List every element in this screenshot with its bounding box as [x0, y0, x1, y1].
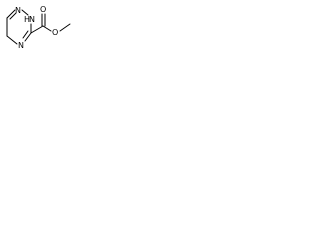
bond-c6-n1 — [6, 9, 16, 19]
atom-n1-label: N — [15, 6, 21, 15]
bond-n1-n2 — [21, 9, 29, 16]
atom-o-carbonyl-label: O — [40, 5, 46, 14]
structure-diagram: N H N N O O — [6, 5, 71, 50]
bond-oester-methyl — [59, 23, 71, 32]
bond-n4-c5 — [6, 35, 18, 45]
bond-c3-n4 — [24, 32, 32, 42]
atom-n2-label: N — [29, 15, 35, 24]
bond-ccarbonyl-oester — [42, 25, 52, 32]
atom-o-ester-label: O — [52, 28, 58, 37]
bond-c6-n1-double — [9, 12, 17, 20]
atom-n4-label: N — [18, 41, 24, 50]
atom-h-label: H — [24, 15, 30, 24]
molecule-canvas: N H N N O O — [0, 0, 78, 61]
bond-c3-ccarbonyl — [30, 25, 44, 34]
bond-c3-n4-double — [22, 30, 29, 39]
